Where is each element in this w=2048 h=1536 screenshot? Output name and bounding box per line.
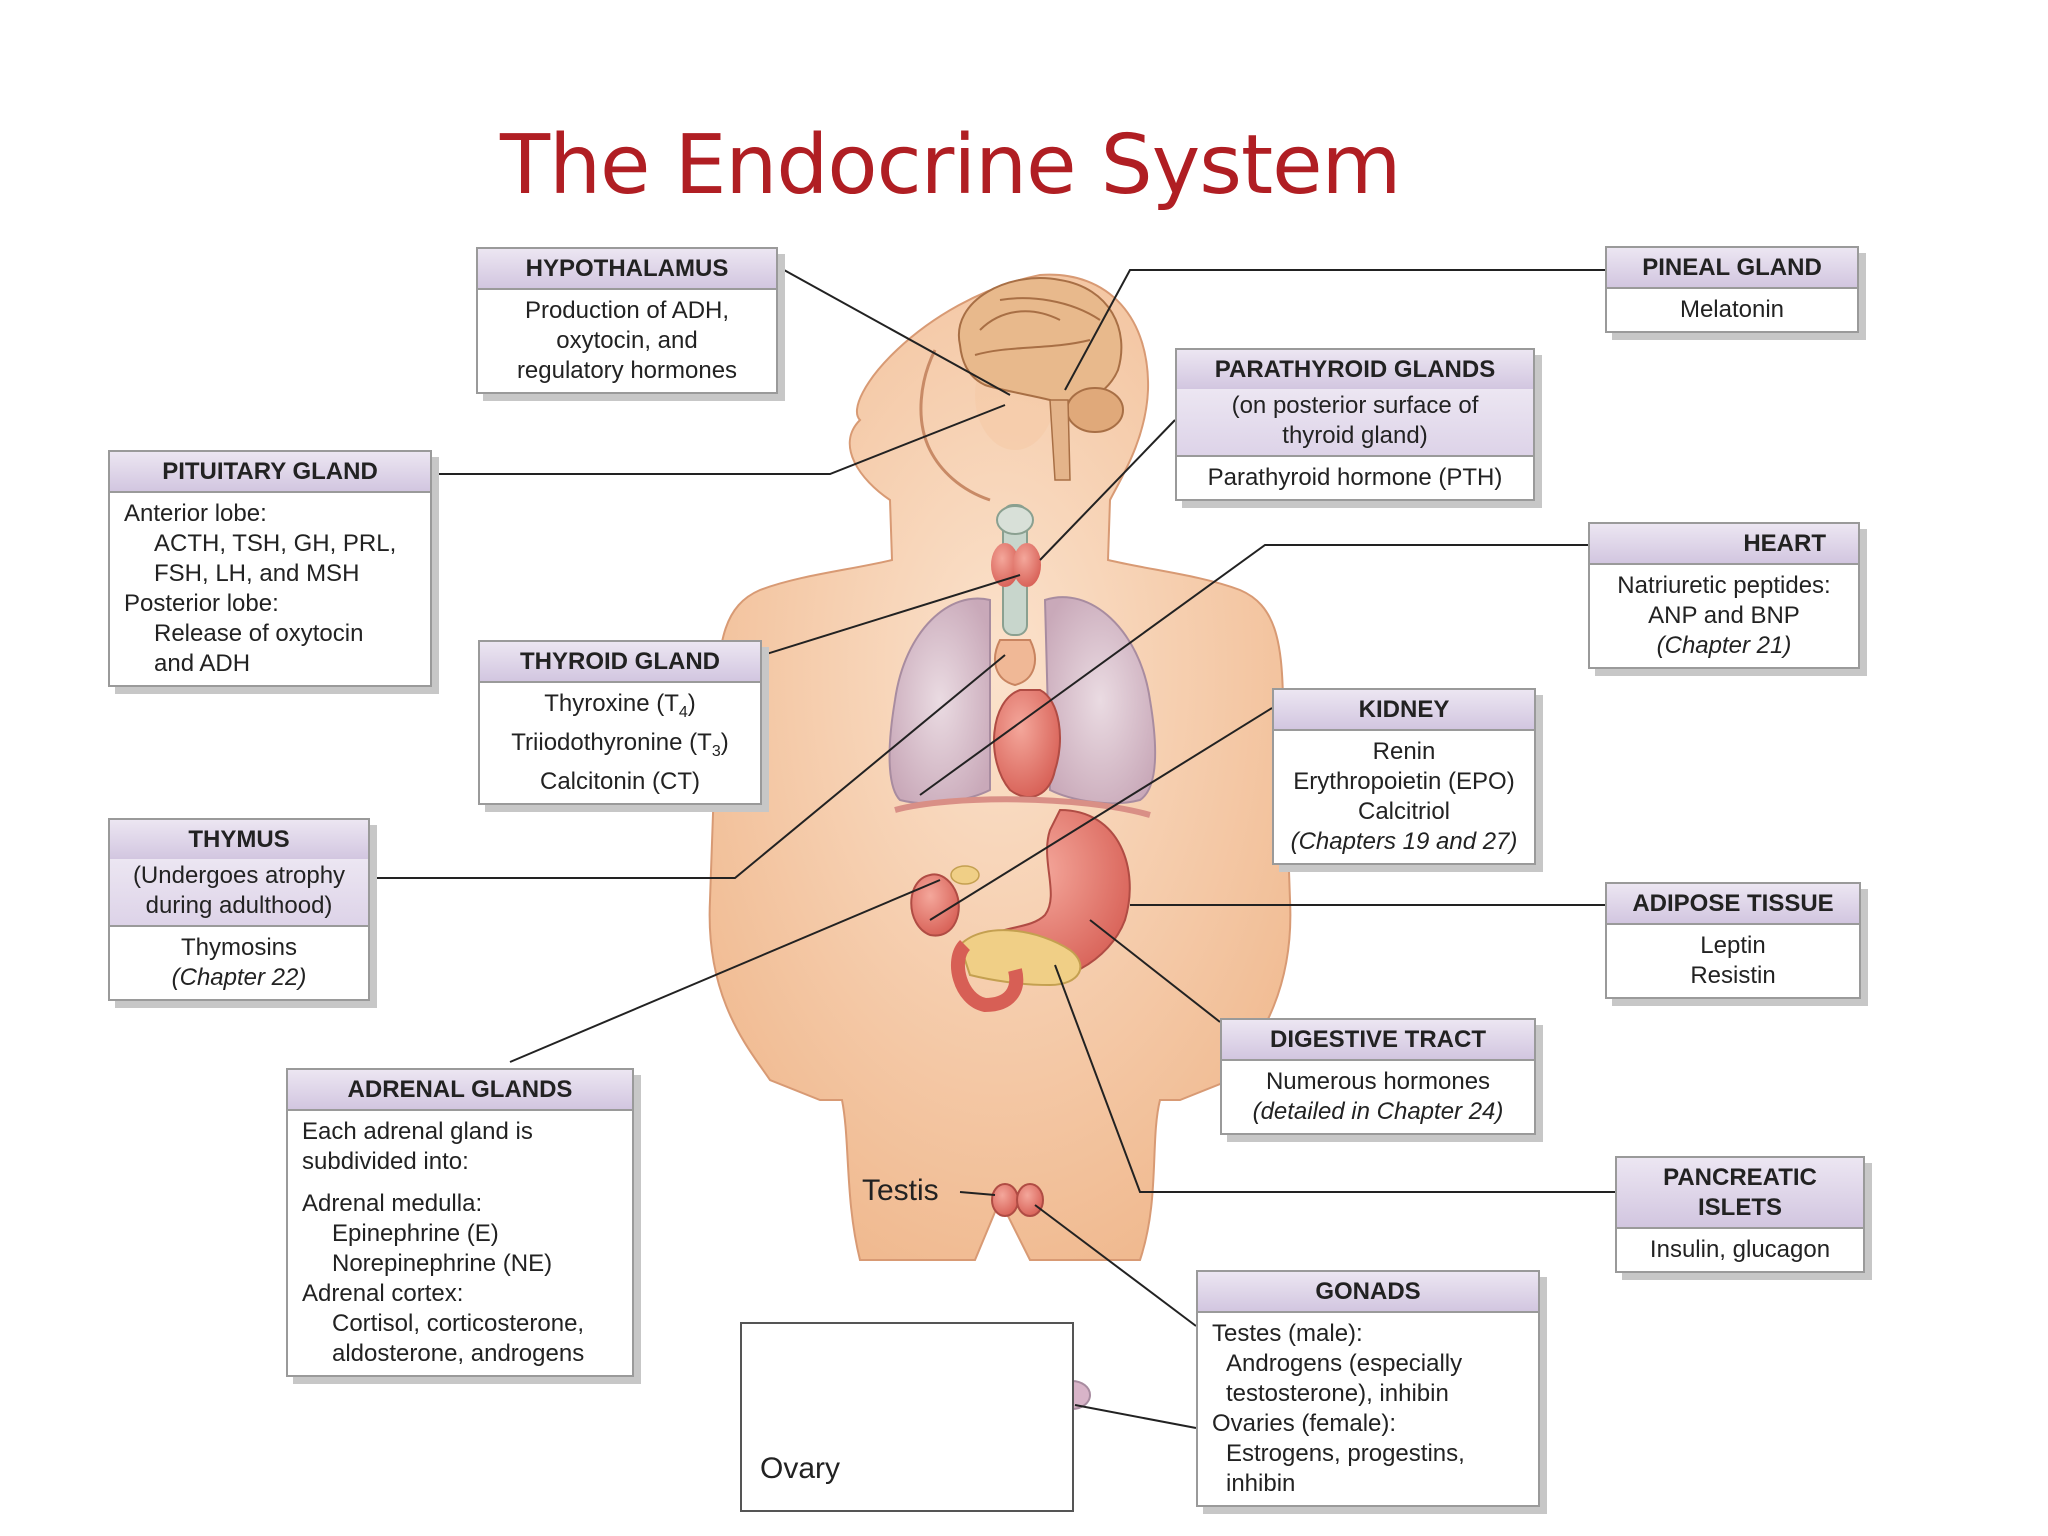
hypothalamus-box: HYPOTHALAMUS Production of ADH, oxytocin… — [476, 247, 778, 394]
hypothalamus-line: Production of ADH, — [524, 297, 730, 324]
adrenal-box: ADRENAL GLANDS Each adrenal gland is sub… — [286, 1068, 634, 1377]
adipose-line: Leptin — [1700, 932, 1766, 959]
kidney-box: KIDNEY Renin Erythropoietin (EPO) Calcit… — [1272, 688, 1536, 865]
thymus — [994, 639, 1036, 687]
parathyroid-line: Parathyroid hormone (PTH) — [1207, 464, 1503, 491]
pineal-line: Melatonin — [1679, 296, 1785, 323]
thyroxine-line: Thyroxine (T4) — [544, 690, 696, 721]
adrenal-line: Epinephrine (E) — [332, 1220, 499, 1247]
hypothalamus-line: oxytocin, and — [556, 327, 698, 354]
adrenal-line: Adrenal medulla: — [302, 1190, 483, 1217]
hypothalamus-header: HYPOTHALAMUS — [478, 249, 776, 290]
adrenal-line: Norepinephrine (NE) — [332, 1250, 553, 1277]
pituitary-line: Anterior lobe: — [124, 500, 267, 527]
kidney-line: (Chapters 19 and 27) — [1290, 828, 1518, 855]
digestive-line: (detailed in Chapter 24) — [1252, 1098, 1504, 1125]
kidney-header: KIDNEY — [1274, 690, 1534, 731]
pancreatic-header: PANCREATIC ISLETS — [1617, 1158, 1863, 1229]
thymus-subtitle: during adulthood) — [145, 892, 333, 919]
triiodothyronine-line: Triiodothyronine (T3) — [511, 728, 729, 760]
heart-line: ANP and BNP — [1648, 602, 1800, 629]
hypothalamus-line: regulatory hormones — [516, 357, 738, 384]
heart-box: HEART Natriuretic peptides: ANP and BNP … — [1588, 522, 1860, 669]
adipose-header: ADIPOSE TISSUE — [1607, 884, 1859, 925]
kidney-line: Renin — [1372, 738, 1436, 765]
gonads-line: Ovaries (female): — [1212, 1410, 1397, 1437]
heart — [993, 689, 1061, 799]
parathyroid-box: PARATHYROID GLANDS (on posterior surface… — [1175, 348, 1535, 501]
parathyroid-subtitle: (on posterior surface of — [1231, 392, 1479, 419]
pituitary-box: PITUITARY GLAND Anterior lobe: ACTH, TSH… — [108, 450, 432, 687]
brain — [957, 277, 1124, 481]
digestive-box: DIGESTIVE TRACT Numerous hormones (detai… — [1220, 1018, 1536, 1135]
thyroid-header: THYROID GLAND — [480, 642, 760, 683]
adrenal-line: Each adrenal gland is — [302, 1118, 533, 1145]
adipose-line: Resistin — [1690, 962, 1776, 989]
thymus-line: Thymosins — [180, 934, 298, 961]
trachea — [991, 504, 1041, 636]
gonads-line: Androgens (especially — [1226, 1350, 1463, 1377]
pituitary-line: Posterior lobe: — [124, 590, 279, 617]
kidney-line: Calcitriol — [1357, 798, 1450, 825]
thyroid-box: THYROID GLAND Thyroxine (T4) Triiodothyr… — [478, 640, 762, 805]
thymus-box: THYMUS (Undergoes atrophy during adultho… — [108, 818, 370, 1001]
thymus-header: THYMUS — [110, 820, 368, 859]
gonads-line: testosterone), inhibin — [1226, 1380, 1449, 1407]
pineal-header: PINEAL GLAND — [1607, 248, 1857, 289]
adrenal-line: Cortisol, corticosterone, — [332, 1310, 585, 1337]
pituitary-line: ACTH, TSH, GH, PRL, — [154, 530, 397, 557]
pituitary-header: PITUITARY GLAND — [110, 452, 430, 493]
digestive-header: DIGESTIVE TRACT — [1222, 1020, 1534, 1061]
pituitary-line: and ADH — [154, 650, 251, 677]
parathyroid-header: PARATHYROID GLANDS — [1177, 350, 1533, 389]
pancreatic-header-line: ISLETS — [1697, 1194, 1782, 1221]
pineal-box: PINEAL GLAND Melatonin — [1605, 246, 1859, 333]
ovary-label: Ovary — [760, 1452, 841, 1485]
gonads-header: GONADS — [1198, 1272, 1538, 1313]
parathyroid-subtitle: thyroid gland) — [1282, 422, 1428, 449]
heart-header: HEART — [1590, 524, 1858, 565]
testis-label: Testis — [862, 1174, 939, 1207]
pituitary-line: FSH, LH, and MSH — [154, 560, 360, 587]
digestive-line: Numerous hormones — [1265, 1068, 1491, 1095]
pituitary-line: Release of oxytocin — [154, 620, 364, 647]
pancreas — [958, 929, 1082, 987]
adrenal-header: ADRENAL GLANDS — [288, 1070, 632, 1111]
gonads-box: GONADS Testes (male): Androgens (especia… — [1196, 1270, 1540, 1507]
pancreatic-header-line: PANCREATIC — [1663, 1164, 1817, 1191]
thymus-line: (Chapter 22) — [171, 964, 307, 991]
page-title: The Endocrine System — [500, 118, 1401, 213]
calcitonin-line: Calcitonin (CT) — [539, 767, 701, 795]
adrenal-line: subdivided into: — [302, 1148, 469, 1175]
gonads-line: inhibin — [1226, 1470, 1296, 1497]
pancreatic-line: Insulin, glucagon — [1649, 1236, 1831, 1263]
gonads-line: Estrogens, progestins, — [1226, 1440, 1465, 1467]
heart-line: Natriuretic peptides: — [1617, 572, 1831, 599]
adipose-box: ADIPOSE TISSUE Leptin Resistin — [1605, 882, 1861, 999]
heart-line: (Chapter 21) — [1656, 632, 1792, 659]
thymus-subtitle: (Undergoes atrophy — [132, 862, 346, 889]
gonads-line: Testes (male): — [1212, 1320, 1363, 1347]
kidney-line: Erythropoietin (EPO) — [1293, 768, 1515, 795]
adrenal-line: Adrenal cortex: — [302, 1280, 464, 1307]
adrenal-line: aldosterone, androgens — [332, 1340, 585, 1367]
kidney — [910, 873, 960, 937]
leader-lines — [365, 264, 1615, 1463]
testes — [991, 1183, 1044, 1217]
lungs — [888, 596, 1157, 805]
pancreatic-box: PANCREATIC ISLETS Insulin, glucagon — [1615, 1156, 1865, 1273]
ovary-inset — [740, 1322, 1074, 1512]
